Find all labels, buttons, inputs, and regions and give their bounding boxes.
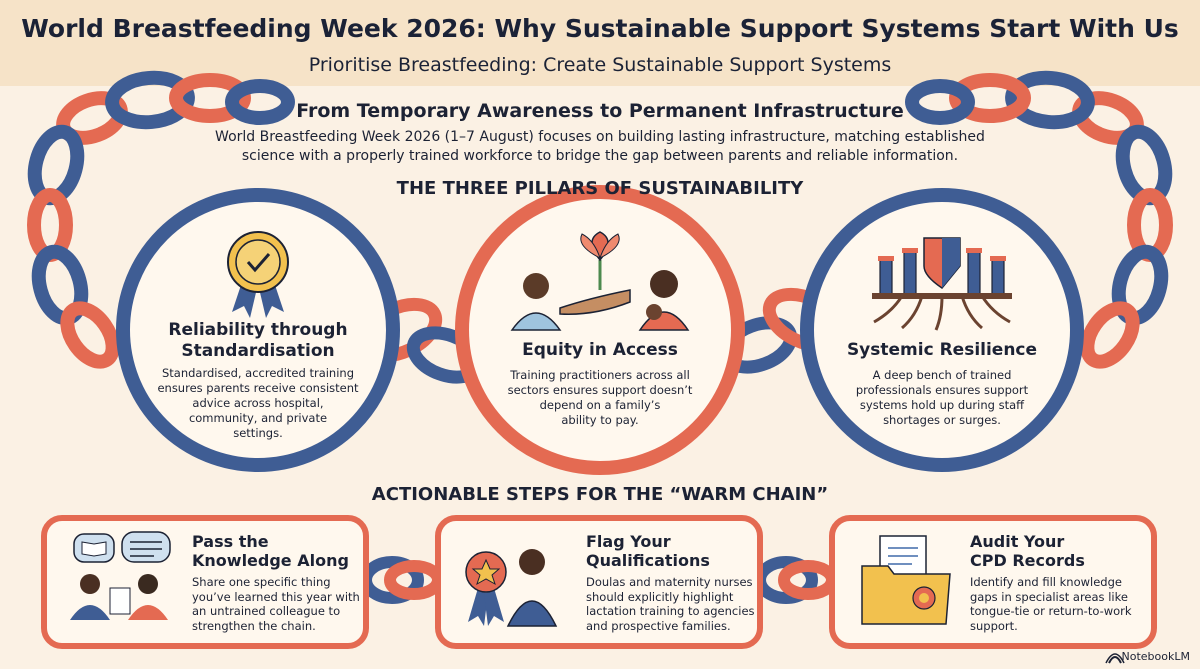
- left-chain-decoration: [27, 70, 295, 369]
- pillar-1-body: Standardised, accredited training ensure…: [157, 366, 359, 440]
- rosette-check-icon: [227, 231, 289, 318]
- logo-text: NotebookLM: [1121, 650, 1190, 663]
- pillar-3-title: Systemic Resilience: [846, 340, 1038, 360]
- pillar-1-title: Reliability through Standardisation: [168, 320, 348, 361]
- intro-heading: From Temporary Awareness to Permanent In…: [296, 100, 904, 122]
- nurse-with-rosette-icon: [465, 549, 558, 627]
- pillar-circle-2: [455, 185, 745, 475]
- pillars-heading: THE THREE PILLARS OF SUSTAINABILITY: [396, 178, 804, 199]
- pillar-3-body: A deep bench of trained professionals en…: [855, 368, 1029, 427]
- intro-line-1: World Breastfeeding Week 2026 (1–7 Augus…: [215, 129, 985, 145]
- header-band: [0, 0, 1200, 86]
- notebooklm-logo: NotebookLM: [1122, 650, 1190, 663]
- step-2-title: Flag Your Qualifications: [586, 532, 710, 570]
- page-title: World Breastfeeding Week 2026: Why Susta…: [21, 14, 1179, 43]
- step-1-body: Share one specific thing you’ve learned …: [192, 575, 360, 633]
- pillar-circle-3: [800, 188, 1084, 472]
- folder-certificate-icon: [861, 535, 951, 625]
- people-sharing-knowledge-icon: [70, 531, 171, 620]
- pillars-shield-roots-icon: [872, 237, 1012, 331]
- page-subtitle: Prioritise Breastfeeding: Create Sustain…: [308, 54, 892, 76]
- step-2-body: Doulas and maternity nurses should expli…: [586, 575, 755, 633]
- caregivers-hand-flower-icon: [510, 231, 690, 331]
- intro-line-2: science with a properly trained workforc…: [241, 148, 959, 164]
- pillar-2-body: Training practitioners across all sector…: [507, 368, 693, 427]
- steps-heading: ACTIONABLE STEPS FOR THE “WARM CHAIN”: [371, 484, 829, 505]
- step-1-title: Pass the Knowledge Along: [192, 532, 349, 570]
- pillar-2-title: Equity in Access: [522, 340, 678, 360]
- notebooklm-logo-icon: [1105, 653, 1125, 664]
- right-chain-decoration: [905, 70, 1173, 369]
- step-3-body: Identify and fill knowledge gaps in spec…: [970, 575, 1132, 633]
- pillar-circle-1: [116, 188, 400, 472]
- step-3-title: Audit Your CPD Records: [970, 532, 1085, 570]
